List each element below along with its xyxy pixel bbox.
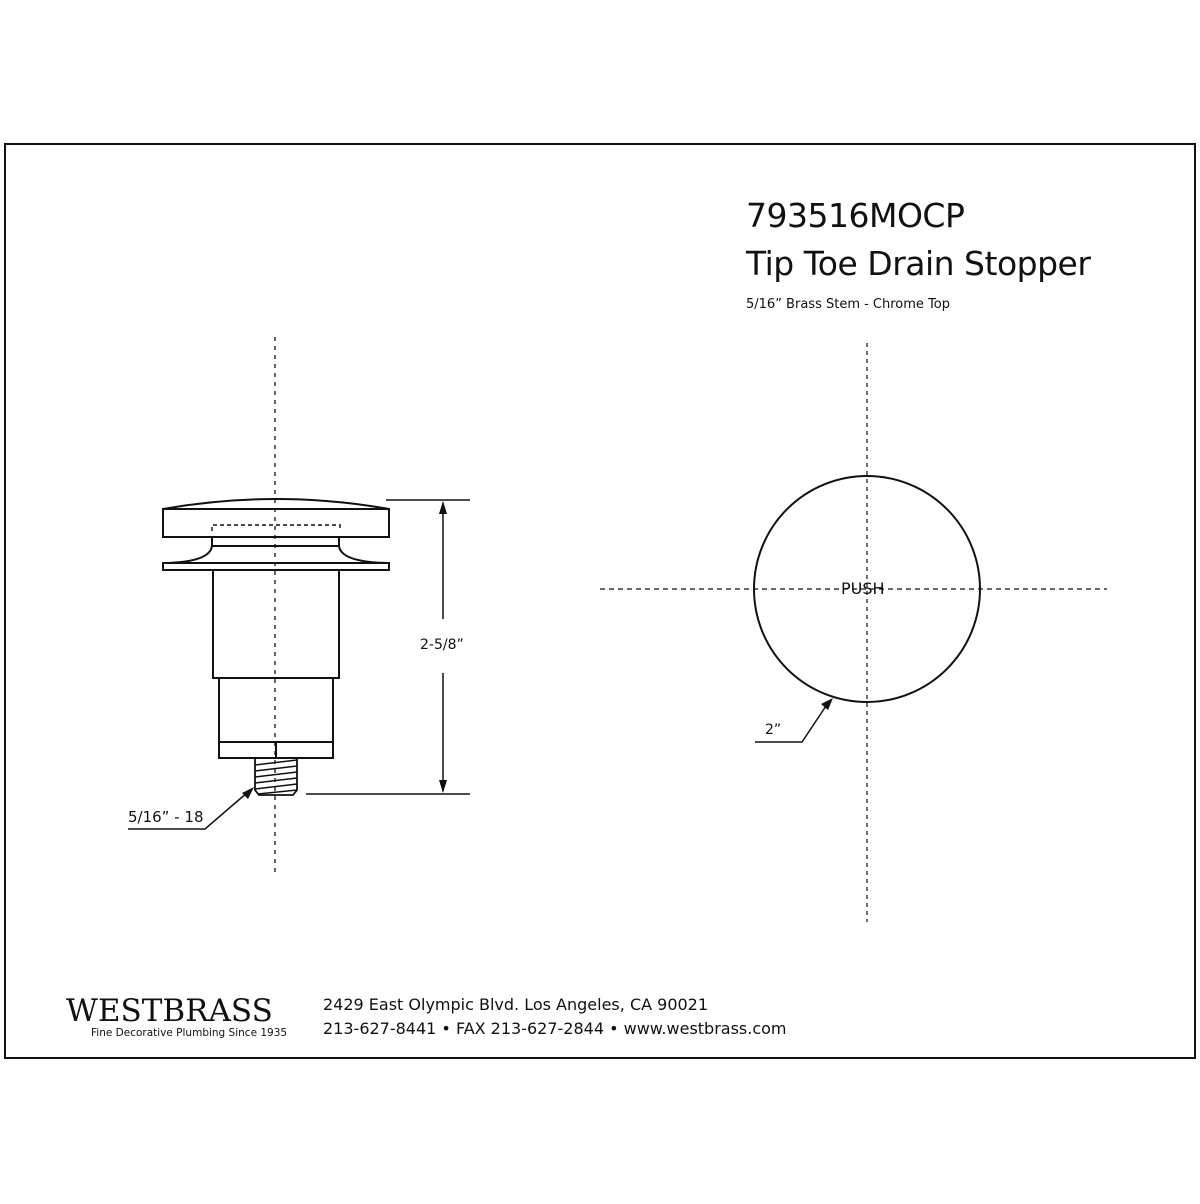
brand-tagline: Fine Decorative Plumbing Since 1935: [91, 1027, 288, 1039]
stopper-top-outline: [753, 475, 981, 703]
neck-flare-right: [338, 537, 388, 564]
dim-arrow-top: [439, 501, 447, 514]
company-contact: 213-627-8441 • FAX 213-627-2844 • www.we…: [323, 1019, 787, 1038]
brand-logo: WESTBRASS: [66, 993, 273, 1029]
flange: [162, 562, 390, 571]
thread-leader: [128, 791, 249, 830]
diameter-callout-label: 2”: [765, 722, 782, 738]
model-number: 793516MOCP: [746, 196, 965, 235]
top-view: [600, 343, 1107, 922]
side-view: [128, 337, 470, 872]
push-label: PUSH: [841, 579, 885, 598]
frame-border: [4, 143, 1196, 1059]
cap-recess-hidden: [211, 524, 341, 531]
thread-lines: [254, 759, 298, 795]
neck-flare-left: [164, 537, 213, 564]
company-address: 2429 East Olympic Blvd. Los Angeles, CA …: [323, 995, 709, 1014]
thread-leader-arrow: [242, 787, 254, 799]
diameter-leader: [755, 705, 827, 743]
cap-dome: [162, 498, 390, 510]
height-dimension-label: 2-5/8”: [420, 637, 464, 653]
diameter-leader-arrow: [821, 698, 833, 710]
upper-body: [212, 569, 340, 679]
dim-arrow-bottom: [439, 780, 447, 793]
thread-callout-label: 5/16” - 18: [128, 808, 204, 826]
product-subtitle: 5/16” Brass Stem - Chrome Top: [746, 297, 950, 312]
cap-body: [162, 508, 390, 538]
product-name: Tip Toe Drain Stopper: [746, 244, 1091, 283]
